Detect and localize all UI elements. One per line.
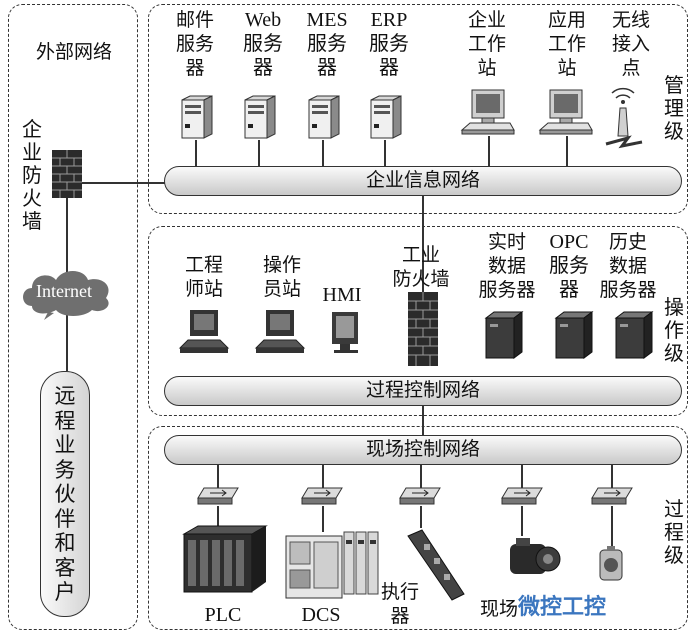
application-workstation-icon	[538, 89, 593, 135]
process-level-label: 过程级	[664, 497, 684, 567]
firewall-to-enterprise-bus-link	[80, 182, 166, 184]
external-network-zone	[8, 4, 138, 630]
mes-server-label: MES 服务 器	[306, 9, 348, 79]
plc-switch-icon	[197, 487, 239, 505]
wireless-access-point-label: 无线 接入 点	[611, 9, 650, 79]
sensor-link	[611, 506, 613, 546]
dcs-switch-icon	[301, 487, 343, 505]
web-server-icon	[244, 95, 276, 139]
application-workstation-drop	[566, 136, 568, 168]
industrial-firewall-icon	[408, 292, 438, 366]
remote-partners-box	[40, 371, 90, 617]
enterprise-workstation-label: 企业 工作 站	[467, 9, 506, 79]
field-motor-icon	[510, 538, 561, 574]
brick-firewall-icon	[52, 150, 82, 198]
control-level-zone	[148, 226, 688, 416]
field-device-link	[521, 506, 523, 536]
plc-label: PLC	[204, 604, 242, 626]
control-level-label: 操作级	[664, 295, 684, 365]
hmi-label: HMI	[322, 284, 362, 306]
enterprise-firewall-label: 企业防火墙	[22, 117, 42, 233]
realtime-data-server-label: 实时 数据 服务器	[478, 231, 536, 301]
plc-rack-icon	[182, 525, 268, 593]
hmi-icon	[332, 312, 358, 353]
mail-server-drop	[195, 140, 197, 168]
enterprise-to-control-link	[422, 196, 424, 292]
field-device-label: 现场	[479, 598, 518, 620]
historian-server-icon	[614, 311, 654, 359]
actuator-label: 执行 器	[380, 581, 419, 627]
actuator-switch-icon	[399, 487, 441, 505]
industrial-firewall-label: 工业 防火墙	[392, 244, 450, 290]
process-level-zone	[148, 426, 688, 630]
mes-server-drop	[322, 140, 324, 168]
web-server-drop	[258, 140, 260, 168]
enterprise-workstation-icon	[460, 89, 515, 135]
process-control-network-bus: 过程控制网络	[164, 376, 682, 406]
operator-station-icon	[254, 310, 306, 353]
actuator-module-icon	[407, 529, 465, 601]
dcs-link-v	[322, 506, 324, 532]
operator-station-label: 操作 员站	[262, 254, 301, 300]
internet-cloud-icon	[23, 271, 109, 320]
wireless-access-point-icon	[605, 87, 643, 149]
watermark-logo-text: 微控工控	[518, 595, 607, 620]
erp-server-label: ERP 服务 器	[369, 9, 409, 79]
mes-server-icon	[308, 95, 340, 139]
enterprise-workstation-drop	[488, 136, 490, 168]
application-workstation-label: 应用 工作 站	[547, 9, 586, 79]
erp-server-icon	[370, 95, 402, 139]
dcs-cabinet-icon	[285, 531, 379, 599]
engineer-station-label: 工程 师站	[184, 254, 223, 300]
mail-server-label: 邮件 服务 器	[175, 9, 214, 79]
sensor-switch-drop	[611, 465, 613, 489]
opc-server-icon	[554, 311, 594, 359]
plc-switch-drop	[217, 465, 219, 489]
sensor-switch-icon	[591, 487, 633, 505]
dcs-switch-drop	[322, 465, 324, 489]
field-device-switch-drop	[521, 465, 523, 489]
mail-server-icon	[181, 95, 213, 139]
external-network-title: 外部网络	[35, 41, 112, 63]
plc-link	[217, 506, 219, 526]
enterprise-information-network-bus: 企业信息网络	[164, 166, 682, 196]
internet-label: Internet	[36, 281, 92, 301]
remote-partners-label: 远程业务伙伴和客户	[54, 384, 76, 604]
actuator-link	[420, 506, 422, 528]
realtime-data-server-icon	[484, 311, 524, 359]
control-to-field-link	[422, 406, 424, 436]
erp-server-drop	[384, 140, 386, 168]
sensor-icon	[599, 546, 623, 581]
web-server-label: Web 服务 器	[243, 9, 283, 79]
management-level-label: 管理级	[664, 73, 684, 143]
actuator-switch-drop	[420, 465, 422, 489]
historian-server-label: 历史 数据 服务器	[599, 231, 657, 301]
opc-server-label: OPC 服务 器	[549, 231, 589, 301]
management-level-zone	[148, 4, 688, 214]
field-device-switch-icon	[501, 487, 543, 505]
engineer-station-icon	[178, 310, 230, 353]
field-control-network-bus: 现场控制网络	[164, 435, 682, 465]
dcs-label: DCS	[301, 604, 341, 626]
